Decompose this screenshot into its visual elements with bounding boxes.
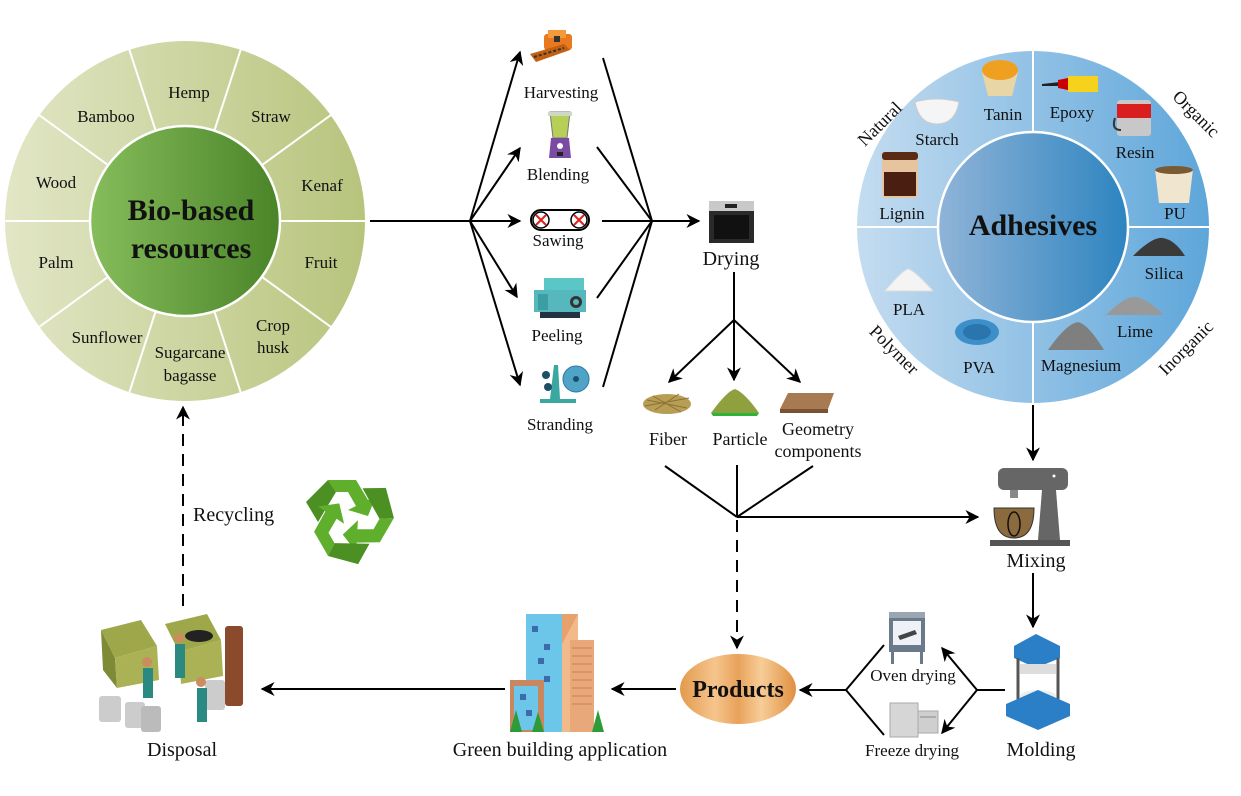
bio-title-line2: resources	[131, 232, 252, 265]
bio-segment-divider	[261, 113, 333, 166]
adhesive-resin: Resin	[1116, 143, 1155, 162]
freeze-drying-icon	[889, 702, 939, 738]
particle-icon	[711, 389, 759, 416]
segment-bamboo: Bamboo	[77, 107, 135, 126]
bio-segment-divider	[37, 276, 109, 329]
pla-pile-icon	[883, 268, 935, 292]
adhesive-magnesium: Magnesium	[1041, 356, 1121, 375]
bio-segment-divider	[213, 47, 243, 131]
adhesive-epoxy: Epoxy	[1050, 103, 1095, 122]
bio-segment-divider	[37, 113, 109, 166]
process-harvesting: Harvesting	[524, 83, 599, 102]
process-blending: Blending	[527, 165, 590, 184]
bio-segment-divider	[127, 47, 157, 131]
freeze-drying-label: Freeze drying	[865, 741, 959, 760]
stranding-machine-icon	[540, 365, 590, 403]
adhesive-pla: PLA	[893, 300, 926, 319]
mixer-icon	[990, 468, 1070, 546]
drying-label: Drying	[703, 248, 760, 270]
magnesium-pile-icon	[1048, 322, 1104, 350]
geometry-board-icon	[780, 393, 834, 413]
fiber-icon	[643, 393, 691, 414]
adhesive-silica: Silica	[1145, 264, 1184, 283]
bio-segment-divider	[213, 311, 243, 395]
oven-drying-label: Oven drying	[870, 666, 956, 685]
segment-crop-husk-2: husk	[257, 338, 290, 357]
bio-segment-divider	[127, 311, 157, 395]
process-sawing: Sawing	[533, 231, 585, 250]
oven-icon	[709, 201, 754, 243]
segment-straw: Straw	[251, 107, 291, 126]
bio-segment-divider	[261, 276, 333, 329]
molding-label: Molding	[1007, 739, 1076, 761]
arrow-to-stranding	[469, 220, 524, 387]
process-converge-lines	[596, 57, 701, 388]
output-geometry-2: components	[775, 441, 862, 461]
process-peeling: Peeling	[532, 326, 583, 345]
bio-resources-wheel: Bio-based resources Hemp Straw Kenaf Fru…	[3, 41, 367, 401]
products-ellipse	[680, 654, 796, 724]
segment-sunflower: Sunflower	[72, 328, 143, 347]
peeling-machine-icon	[534, 278, 586, 318]
disposal-icon	[99, 614, 243, 732]
lime-pile-icon	[1106, 296, 1164, 315]
segment-fruit: Fruit	[304, 253, 337, 272]
harvester-icon	[530, 30, 572, 62]
products-label: Products	[692, 677, 784, 703]
segment-hemp: Hemp	[168, 83, 210, 102]
starch-icon	[914, 98, 960, 125]
mixing-label: Mixing	[1007, 550, 1066, 572]
output-particle: Particle	[713, 429, 768, 449]
adhesives-wheel: Adhesives Natural Organic Inorganic Poly…	[854, 51, 1224, 403]
recycling-label: Recycling	[193, 504, 274, 526]
blender-icon	[548, 111, 572, 158]
adhesive-tanin: Tanin	[984, 105, 1023, 124]
process-stranding: Stranding	[527, 415, 594, 434]
silica-pile-icon	[1133, 237, 1185, 256]
segment-crop-husk-1: Crop	[256, 316, 290, 335]
segment-sugarcane-1: Sugarcane	[155, 343, 226, 362]
adhesives-title: Adhesives	[969, 209, 1097, 242]
disposal-label: Disposal	[147, 739, 217, 761]
resin-can-icon	[1112, 100, 1151, 136]
adhesive-pva: PVA	[963, 358, 996, 377]
pu-bucket-icon	[1155, 166, 1193, 203]
saw-belt-icon	[530, 209, 590, 231]
process-fan-arrows	[469, 50, 524, 387]
recycle-icon	[304, 477, 405, 576]
epoxy-tube-icon	[1042, 76, 1098, 92]
pva-granules-icon	[955, 319, 999, 345]
green-building-label: Green building application	[453, 739, 667, 761]
segment-palm: Palm	[39, 253, 74, 272]
segment-wood: Wood	[36, 173, 77, 192]
products-node: Products	[680, 654, 796, 724]
oven-drying-icon	[889, 612, 925, 664]
lignin-icon	[882, 152, 918, 198]
arrow-to-peeling	[469, 220, 518, 299]
molding-press-icon	[1006, 634, 1070, 730]
arrow-to-harvesting	[469, 50, 524, 222]
segment-kenaf: Kenaf	[301, 176, 343, 195]
adhesive-starch: Starch	[915, 130, 959, 149]
adhesives-inner-circle	[936, 130, 1130, 324]
adhesive-lime: Lime	[1117, 322, 1153, 341]
drying-output-arrows	[667, 272, 802, 383]
arrow-to-blending	[469, 146, 521, 222]
output-geometry-1: Geometry	[782, 419, 854, 439]
bio-inner-circle	[88, 124, 282, 318]
output-fiber: Fiber	[649, 429, 687, 449]
green-building-icon	[510, 614, 604, 732]
adhesive-lignin: Lignin	[879, 204, 925, 223]
molding-to-drying-arrows	[798, 644, 1005, 736]
adhesive-pu: PU	[1164, 204, 1186, 223]
bio-title-line1: Bio-based	[128, 194, 255, 227]
bio-segment-dividers	[3, 47, 367, 395]
tanin-icon	[982, 60, 1018, 96]
segment-sugarcane-2: bagasse	[164, 366, 217, 385]
merge-lines	[664, 465, 980, 650]
